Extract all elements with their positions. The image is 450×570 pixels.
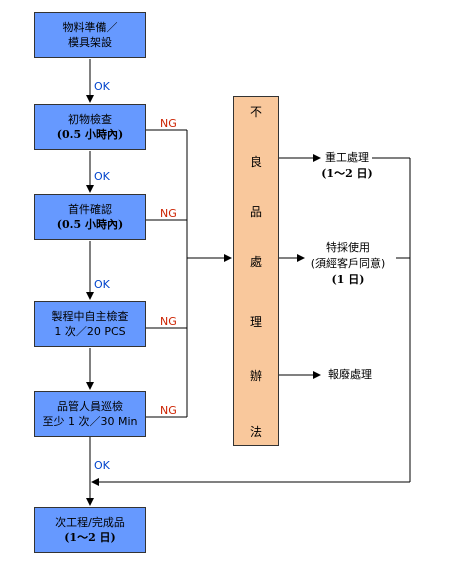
step-next-process-line2: (1～2 日)	[64, 531, 116, 544]
ok-label-4: OK	[94, 459, 110, 472]
defect-method-char-1: 不	[249, 105, 262, 119]
ng-label-2: NG	[160, 207, 177, 220]
outcome-scrap-line1: 報廢處理	[328, 368, 372, 381]
ok-label-1: OK	[94, 80, 110, 93]
step-first-article-line1: 初物檢查	[68, 113, 112, 126]
step-material-prep: 物料準備／ 模具架設	[34, 12, 146, 58]
defect-method-char-4: 處	[249, 255, 262, 269]
ok-label-3: OK	[94, 278, 110, 291]
outcome-special-line1: 特採使用	[326, 241, 370, 254]
step-material-prep-line2: 模具架設	[68, 36, 112, 49]
step-self-inspection-line1: 製程中自主檢查	[51, 310, 129, 323]
outcome-special-acceptance: 特採使用 (須經客戶同意) (1 日)	[302, 240, 394, 288]
defect-method-char-2: 良	[249, 155, 262, 169]
outcome-rework: 重工處理 (1～2 日)	[310, 150, 384, 182]
outcome-rework-line2: (1～2 日)	[321, 167, 373, 180]
step-next-process: 次工程/完成品 (1～2 日)	[34, 507, 146, 553]
step-first-article: 初物檢查 (0.5 小時內)	[34, 104, 146, 150]
outcome-special-line2: (須經客戶同意)	[310, 257, 386, 270]
step-self-inspection: 製程中自主檢查 1 次／20 PCS	[34, 301, 146, 347]
defect-handling-method-box: 不 良 品 處 理 辦 法	[233, 96, 279, 446]
outcome-scrap: 報廢處理	[320, 367, 380, 383]
ok-label-2: OK	[94, 170, 110, 183]
step-material-prep-line1: 物料準備／	[62, 21, 118, 34]
step-next-process-line1: 次工程/完成品	[55, 516, 125, 529]
ng-label-4: NG	[160, 404, 177, 417]
ng-label-1: NG	[160, 117, 177, 130]
defect-method-char-6: 辦	[249, 369, 262, 383]
step-first-piece-confirm: 首件確認 (0.5 小時內)	[34, 194, 146, 240]
step-qc-patrol-line1: 品管人員巡檢	[57, 400, 123, 413]
outcome-special-line3: (1 日)	[331, 273, 365, 286]
step-qc-patrol: 品管人員巡檢 至少 1 次／30 Min	[34, 391, 146, 437]
step-qc-patrol-line2: 至少 1 次／30 Min	[42, 415, 138, 428]
ng-label-3: NG	[160, 315, 177, 328]
step-first-piece-line1: 首件確認	[68, 203, 112, 216]
step-first-article-line2: (0.5 小時內)	[56, 128, 124, 141]
defect-method-char-5: 理	[249, 315, 262, 329]
defect-method-char-3: 品	[249, 205, 262, 219]
step-first-piece-line2: (0.5 小時內)	[56, 218, 124, 231]
defect-method-char-7: 法	[249, 425, 262, 439]
outcome-rework-line1: 重工處理	[325, 151, 369, 164]
step-self-inspection-line2: 1 次／20 PCS	[54, 325, 126, 338]
